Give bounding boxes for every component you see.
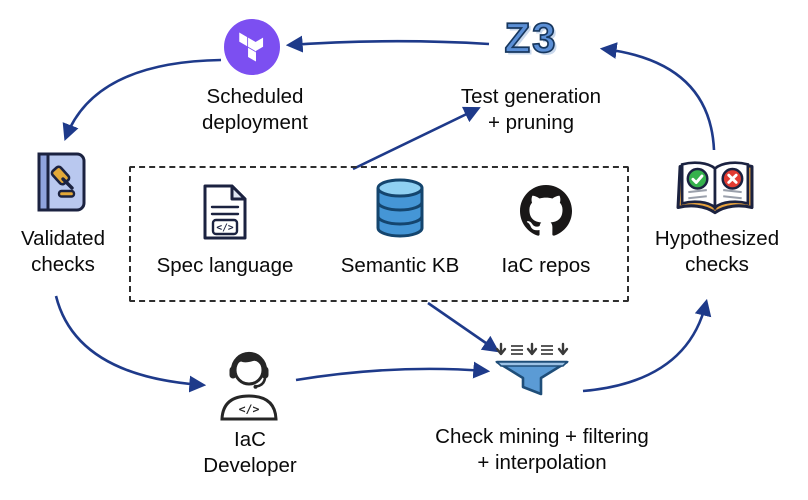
z3-logo: Z3: [504, 13, 558, 62]
hypothesized-checks-label: Hypothesized checks: [654, 227, 780, 277]
filter-funnel-icon: [489, 342, 575, 400]
open-book-check-cross-icon: [676, 156, 754, 220]
scheduled-deployment-label: Scheduled deployment: [202, 85, 308, 135]
test-generation-label: Test generation + pruning: [460, 85, 602, 135]
iac-repos-label: IaC repos: [501, 254, 591, 277]
rulebook-gavel-svg: [37, 152, 86, 212]
github-svg: [520, 185, 572, 236]
semantic-kb-label: Semantic KB: [340, 254, 460, 277]
knowledge-sources-box: [129, 166, 629, 302]
edge-mining-to-hypothesized: [582, 298, 712, 393]
down-arrow-icon: [557, 342, 569, 356]
headset-mic-icon: [253, 384, 258, 389]
down-arrow-icon: [495, 342, 507, 356]
spec-code-glyph: </>: [216, 223, 233, 234]
terraform-logo-svg: [224, 19, 280, 75]
github-icon: [520, 185, 572, 237]
validated-checks-label: Validated checks: [21, 227, 105, 277]
database-svg: [376, 178, 424, 238]
developer-icon: </>: [210, 345, 288, 421]
check-mining-label: Check mining + filtering + interpolation: [435, 425, 649, 475]
filter-funnel-svg: [495, 342, 569, 396]
edge-developer-to-mining: [295, 361, 491, 382]
database-icon: [374, 178, 426, 240]
developer-code-glyph: </>: [239, 402, 260, 416]
check-badge-icon: [686, 167, 709, 190]
edge-z3-to-terraform: [285, 35, 490, 53]
headset-earpiece-icon: [229, 366, 237, 379]
terraform-icon: [223, 18, 281, 76]
edge-validated-to-developer: [54, 295, 207, 393]
iac-developer-label: IaC Developer: [203, 428, 297, 478]
developer-svg: </>: [220, 351, 278, 421]
edge-box-to-mining: [427, 301, 500, 353]
spec-language-label: Spec language: [156, 254, 294, 277]
headset-earpiece-icon: [261, 366, 269, 379]
rulebook-gavel-icon: [30, 151, 94, 217]
code-document-svg: </>: [203, 184, 247, 240]
open-book-svg: [676, 161, 754, 215]
down-arrow-icon: [526, 342, 538, 356]
code-document-icon: </>: [200, 183, 250, 241]
